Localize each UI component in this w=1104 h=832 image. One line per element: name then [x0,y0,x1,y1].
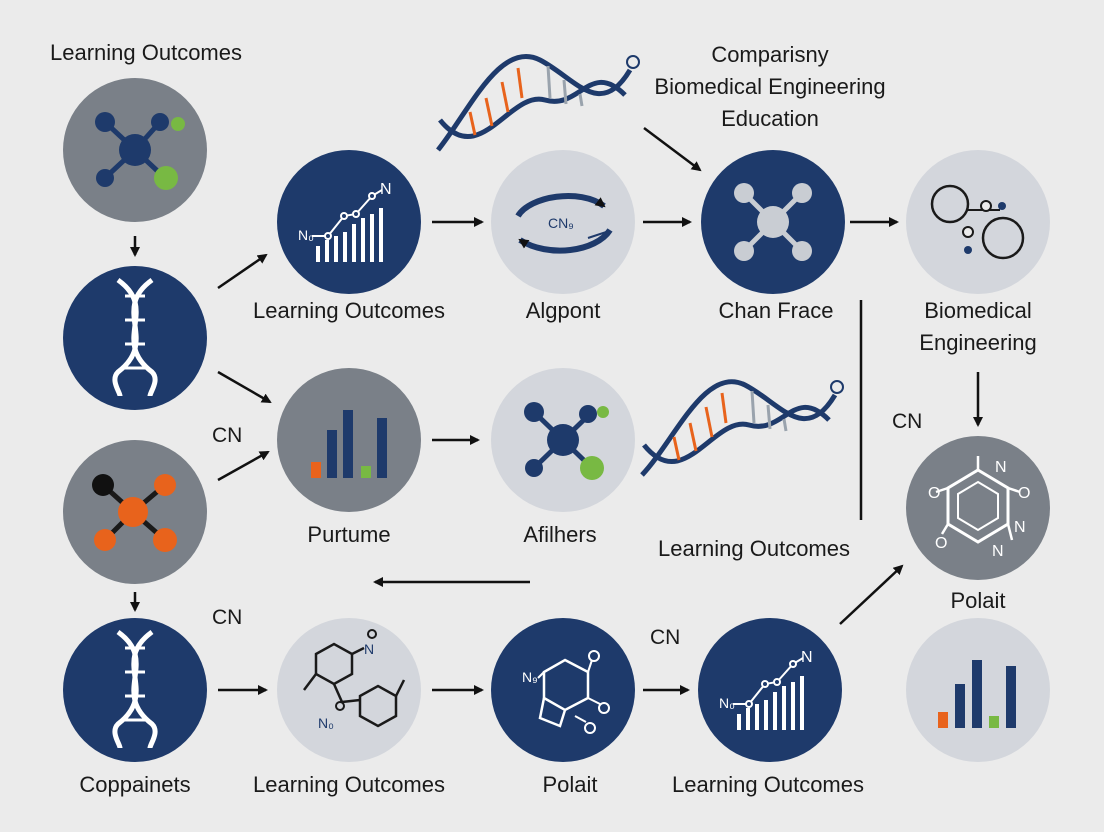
cn-label-bottom-left: CN [212,606,242,629]
cn-label-bottom-mid: CN [650,626,680,649]
cycle-arrows-node: CN₉ [491,150,635,294]
node-label-coppainets: Coppainets [79,772,190,797]
dna-strand-top [436,54,640,152]
hex-n-label-1: N [995,459,1007,476]
bubble-molecule-node [906,150,1050,294]
title-line-1: Comparisny [711,42,828,67]
hex-o-label-2: O [935,535,947,552]
molecule-node-1 [63,78,207,222]
diagram-title: Comparisny Biomedical Engineering Educat… [654,42,885,131]
cn-label-left: CN [212,424,242,447]
arrow-up-right-2 [217,450,270,482]
node-label-learning-outcomes-bottom: Learning Outcomes [253,772,445,797]
molecule-node-2 [63,440,207,584]
node-label-afilhers: Afilhers [523,522,596,547]
hex-n-label-2: N [1014,519,1026,536]
chart-no-label: N₀ [298,227,314,243]
hexagon-molecule-node-2: N₉ [491,618,635,762]
connectors [130,127,983,695]
title-line-2: Biomedical Engineering [654,74,885,99]
hex-o-label-3: O [1018,485,1030,502]
hex-o-label-1: O [928,485,940,502]
title-line-3: Education [721,106,819,131]
dna-strand-mid [640,379,844,477]
mol-no-label: N₀ [318,715,334,731]
top-left-label: Learning Outcomes [50,40,242,65]
chart-node-2: N N₀ [698,618,842,762]
chart-node-1: N N₀ [277,150,421,294]
node-label-biomedical-line-2: Engineering [919,330,1036,355]
node-label-chan-frace: Chan Frace [719,298,834,323]
network-node [701,150,845,294]
chart-n-label: N [380,181,392,198]
node-label-learning-outcomes-mid: Learning Outcomes [658,536,850,561]
mol-ne-label: N₉ [522,669,538,685]
node-label-purtume: Purtume [307,522,390,547]
node-label-learning-outcomes-bottom-right: Learning Outcomes [672,772,864,797]
arrow-down-right-1 [217,370,272,404]
hex-n-label-3: N [992,543,1004,560]
node-label-learning-outcomes-1: Learning Outcomes [253,298,445,323]
bar-chart-node-2 [906,618,1050,762]
bar-chart-node-1 [277,368,421,512]
node-label-polait-bottom: Polait [542,772,597,797]
chart-n-label-2: N [801,649,813,666]
arrows-cn-label: CN₉ [548,215,574,231]
node-label-algpont: Algpont [526,298,601,323]
node-label-biomedical-line-1: Biomedical [924,298,1032,323]
organic-molecule-node: N N₀ [277,618,421,762]
arrow-up-right-1 [217,253,268,290]
arrow-title [643,127,702,172]
node-label-polait-right: Polait [950,588,1005,613]
arrow-up-right-3 [839,564,904,625]
cn-label-right: CN [892,410,922,433]
dna-node-1 [63,266,207,410]
hexagon-molecule-node-1: O O O N N N [906,436,1050,580]
dna-node-2 [63,618,207,762]
molecule-node-3 [491,368,635,512]
chart-no-label-2: N₀ [719,695,735,711]
mol-n-label: N [364,641,374,657]
